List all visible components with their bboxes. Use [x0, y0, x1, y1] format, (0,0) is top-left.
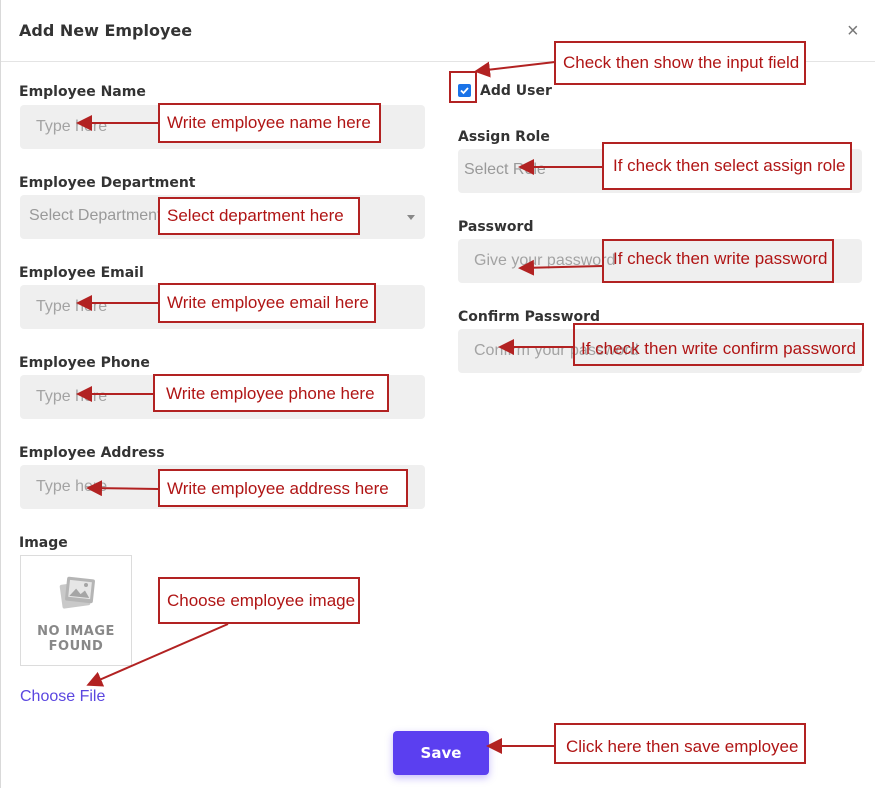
annotation-password: If check then write password: [602, 239, 834, 283]
annotation-phone: Write employee phone here: [153, 374, 389, 412]
annotation-add-user: Check then show the input field: [554, 41, 806, 85]
role-select-value: Select Role: [464, 161, 546, 178]
annotation-role: If check then select assign role: [602, 142, 852, 190]
annotation-email: Write employee email here: [158, 283, 376, 323]
chevron-down-icon: [407, 215, 415, 220]
modal-title: Add New Employee: [19, 21, 193, 40]
assign-role-label: Assign Role: [458, 129, 550, 145]
annotation-save: Click here then save employee: [554, 723, 806, 764]
employee-phone-label: Employee Phone: [19, 355, 150, 371]
password-label: Password: [458, 219, 534, 235]
annotation-confirm: If check then write confirm password: [573, 323, 864, 366]
close-icon[interactable]: ×: [847, 20, 859, 42]
employee-email-label: Employee Email: [19, 265, 144, 281]
employee-address-label: Employee Address: [19, 445, 165, 461]
choose-file-link[interactable]: Choose File: [20, 688, 106, 705]
employee-name-label: Employee Name: [19, 84, 146, 100]
department-select-value: Select Department: [29, 207, 162, 224]
image-preview: NO IMAGE FOUND: [20, 555, 132, 666]
no-image-text-line2: FOUND: [48, 639, 104, 654]
annotation-address: Write employee address here: [158, 469, 408, 507]
modal-header: Add New Employee ×: [1, 0, 875, 62]
no-image-text-line1: NO IMAGE: [37, 624, 115, 639]
confirm-password-label: Confirm Password: [458, 309, 601, 325]
annotation-name: Write employee name here: [158, 103, 381, 143]
add-user-checkbox[interactable]: [458, 84, 472, 98]
checkmark-icon: [458, 84, 471, 97]
save-button[interactable]: Save: [393, 731, 489, 775]
image-placeholder-icon: [59, 576, 95, 609]
image-label: Image: [19, 535, 68, 551]
add-user-label: Add User: [480, 83, 552, 99]
annotation-department: Select department here: [158, 197, 360, 235]
annotation-image: Choose employee image: [158, 577, 360, 624]
employee-department-label: Employee Department: [19, 175, 196, 191]
